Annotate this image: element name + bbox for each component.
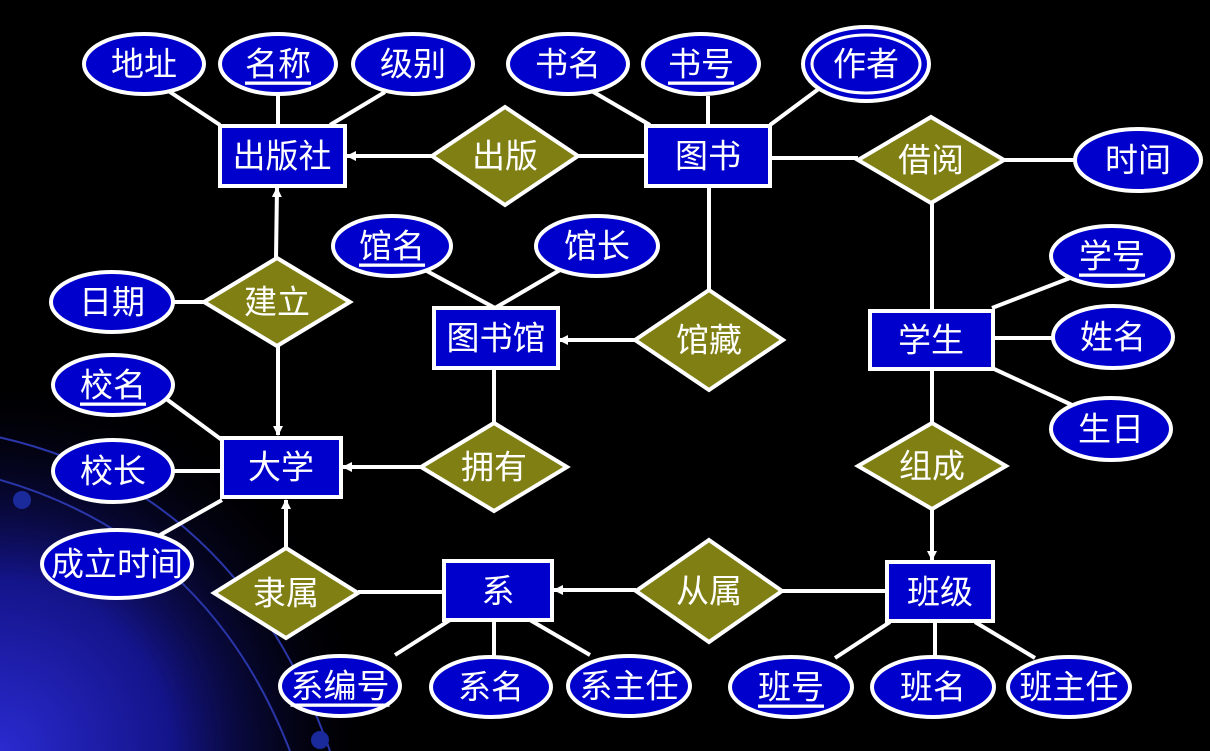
svg-text:级别: 级别: [380, 45, 446, 84]
svg-text:馆长: 馆长: [564, 227, 630, 266]
attribute-university-founded: 成立时间: [40, 528, 194, 600]
attribute-book-number: 书号: [641, 32, 761, 96]
svg-text:班级: 班级: [907, 573, 973, 612]
relationship-collect: 馆藏: [631, 287, 787, 393]
svg-text:校名: 校名: [80, 366, 146, 405]
line-publisher-level: [328, 90, 387, 127]
svg-text:地址: 地址: [111, 45, 177, 84]
relationship-compose: 组成: [854, 420, 1010, 512]
line-publisher-address: [168, 90, 222, 127]
svg-text:借阅: 借阅: [898, 141, 964, 180]
attribute-dept-head: 系主任: [566, 654, 692, 718]
svg-text:图书: 图书: [675, 137, 741, 176]
line-book-title: [588, 88, 652, 127]
attribute-student-birthday: 生日: [1049, 396, 1173, 462]
svg-text:馆名: 馆名: [359, 227, 425, 266]
svg-text:校长: 校长: [80, 452, 146, 491]
entity-university: 大学: [220, 436, 343, 499]
relationship-publish: 出版: [428, 104, 582, 208]
svg-text:班名: 班名: [900, 668, 966, 707]
attribute-borrow-time: 时间: [1073, 127, 1203, 193]
line-university-founded: [159, 498, 223, 537]
attribute-publisher-level: 级别: [351, 32, 475, 96]
svg-text:系主任: 系主任: [580, 667, 679, 706]
attribute-class-head: 班主任: [1006, 655, 1132, 719]
attribute-book-author: 作者: [801, 25, 931, 103]
svg-text:隶属: 隶属: [253, 574, 319, 613]
svg-text:班主任: 班主任: [1020, 668, 1119, 707]
attribute-book-title: 书名: [506, 32, 630, 96]
line-class-head: [973, 620, 1037, 660]
svg-text:生日: 生日: [1078, 410, 1144, 449]
line-establish-publisher: [271, 187, 282, 259]
line-student-id: [991, 276, 1071, 310]
entities: 出版社 图书 图书馆 学生 大学 系 班级: [218, 124, 995, 623]
entity-department: 系: [442, 559, 554, 622]
attribute-library-head: 馆长: [534, 214, 660, 278]
attribute-class-number: 班号: [728, 655, 854, 719]
attribute-class-name: 班名: [870, 655, 996, 719]
svg-text:馆藏: 馆藏: [676, 321, 742, 360]
entity-book: 图书: [644, 124, 772, 188]
svg-text:出版社: 出版社: [233, 137, 332, 176]
entity-class: 班级: [885, 560, 995, 623]
svg-text:从属: 从属: [676, 572, 742, 611]
relationship-belong-to: 隶属: [210, 545, 362, 641]
svg-text:姓名: 姓名: [1080, 318, 1146, 357]
attribute-publisher-address: 地址: [82, 32, 206, 96]
attribute-student-name: 姓名: [1051, 304, 1175, 370]
svg-text:大学: 大学: [248, 448, 314, 487]
line-library-head: [493, 268, 562, 310]
attribute-university-president: 校长: [51, 438, 175, 504]
svg-text:书号: 书号: [668, 45, 734, 84]
relationships: 出版 借阅 建立 馆藏 拥有 组成 隶属 从属: [200, 104, 1010, 645]
svg-text:出版: 出版: [472, 137, 538, 176]
relationship-subordinate: 从属: [632, 537, 786, 645]
line-student-birthday: [991, 366, 1073, 407]
svg-text:学生: 学生: [898, 321, 964, 360]
line-dept-head: [528, 618, 592, 657]
entity-publisher: 出版社: [218, 124, 347, 188]
svg-text:名称: 名称: [245, 45, 311, 84]
attribute-library-name: 馆名: [331, 214, 453, 278]
svg-text:日期: 日期: [79, 283, 145, 322]
svg-text:拥有: 拥有: [461, 448, 527, 487]
attribute-dept-name: 系名: [429, 655, 553, 719]
attribute-university-name: 校名: [51, 353, 175, 417]
attribute-student-id: 学号: [1049, 224, 1175, 288]
line-university-name: [163, 396, 224, 442]
svg-text:学号: 学号: [1079, 237, 1145, 276]
svg-text:建立: 建立: [244, 283, 310, 322]
line-class-number: [833, 620, 892, 660]
relationship-own: 拥有: [417, 420, 571, 514]
svg-text:图书馆: 图书馆: [447, 319, 546, 358]
attributes: 地址 名称 级别 书名 书号 作者 时间 馆名: [40, 25, 1203, 719]
connectors: [159, 80, 1075, 660]
svg-text:系名: 系名: [458, 668, 524, 707]
svg-text:组成: 组成: [899, 447, 965, 486]
svg-text:时间: 时间: [1105, 141, 1171, 180]
svg-text:班号: 班号: [758, 668, 824, 707]
line-library-name: [424, 268, 496, 310]
attribute-establish-date: 日期: [49, 270, 175, 334]
svg-text:成立时间: 成立时间: [51, 545, 183, 584]
entity-student: 学生: [868, 309, 995, 371]
svg-text:书名: 书名: [535, 45, 601, 84]
svg-text:系: 系: [482, 572, 515, 611]
attribute-publisher-name: 名称: [218, 32, 338, 96]
entity-library: 图书馆: [432, 306, 560, 370]
line-dept-number: [393, 618, 452, 657]
svg-text:作者: 作者: [833, 45, 899, 84]
svg-text:系编号: 系编号: [291, 667, 390, 706]
relationship-borrow: 借阅: [854, 114, 1008, 206]
attribute-dept-number: 系编号: [278, 654, 402, 718]
relationship-establish: 建立: [200, 255, 354, 349]
